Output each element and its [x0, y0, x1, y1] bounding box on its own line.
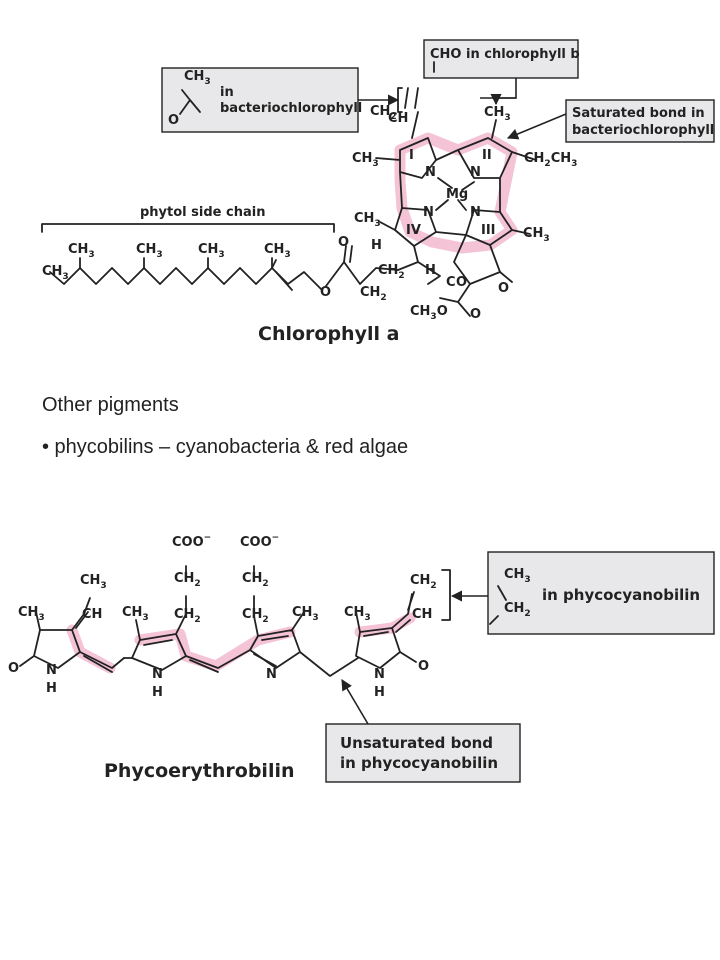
svg-text:N: N: [425, 165, 436, 180]
svg-text:CH3: CH3: [523, 226, 550, 244]
svg-text:CH: CH: [388, 111, 408, 126]
svg-text:COO−: COO−: [240, 533, 279, 550]
svg-text:COO−: COO−: [172, 533, 211, 550]
svg-text:H: H: [371, 238, 382, 253]
ring-label: III: [481, 223, 496, 238]
phycoerythrobilin-structure: CH3 CH CH3 O N H CH3 COO− CH2 CH2 COO− C…: [8, 533, 715, 783]
ring-label: I: [409, 148, 414, 163]
svg-text:CH2CH3: CH2CH3: [524, 151, 577, 169]
box-line: Saturated bond in: [572, 106, 705, 121]
svg-text:CH3: CH3: [42, 264, 69, 282]
svg-text:O: O: [338, 235, 349, 250]
box-line: CHO in chlorophyll b: [430, 47, 580, 62]
svg-text:CH2: CH2: [378, 263, 405, 281]
svg-text:CH2: CH2: [174, 607, 201, 625]
box-line: in phycocyanobilin: [340, 754, 498, 772]
svg-text:O: O: [168, 113, 179, 128]
svg-text:H: H: [425, 263, 436, 278]
svg-text:N: N: [423, 205, 434, 220]
svg-text:N: N: [46, 663, 57, 678]
bacteriochlorophyll-box: [161, 67, 359, 133]
svg-text:CH3: CH3: [344, 605, 371, 623]
svg-text:CH3: CH3: [68, 242, 95, 260]
svg-text:N: N: [470, 205, 481, 220]
svg-text:CH3: CH3: [122, 605, 149, 623]
svg-text:CH3: CH3: [354, 211, 381, 229]
svg-text:N: N: [152, 667, 163, 682]
svg-text:O: O: [418, 659, 429, 674]
svg-text:CH: CH: [412, 607, 432, 622]
svg-text:N: N: [470, 165, 481, 180]
svg-text:CH3: CH3: [80, 573, 107, 591]
svg-text:CH3: CH3: [484, 105, 511, 123]
svg-text:H: H: [152, 685, 163, 700]
svg-text:N: N: [374, 667, 385, 682]
bullet-phycobilins: • phycobilins – cyanobacteria & red alga…: [42, 436, 409, 458]
phycoerythrobilin-title: Phycoerythrobilin: [104, 760, 295, 782]
box-line: Unsaturated bond: [340, 734, 493, 752]
svg-text:CH3: CH3: [18, 605, 45, 623]
svg-text:CH2: CH2: [504, 601, 531, 619]
saturated-bond-box: [565, 99, 715, 143]
svg-text:CH2: CH2: [174, 571, 201, 589]
cho-box: [423, 39, 579, 79]
svg-text:O: O: [470, 307, 481, 322]
svg-text:H: H: [46, 681, 57, 696]
svg-text:CH3: CH3: [264, 242, 291, 260]
svg-text:CH2: CH2: [370, 104, 397, 122]
svg-text:CH3: CH3: [504, 567, 531, 585]
svg-text:CH2: CH2: [242, 571, 269, 589]
box-line: in phycocyanobilin: [542, 586, 700, 604]
box-line: in: [220, 85, 234, 100]
ring-label: II: [482, 148, 492, 163]
svg-text:O: O: [456, 275, 467, 290]
svg-text:CH3: CH3: [352, 151, 379, 169]
magnesium-label: Mg: [446, 187, 468, 202]
box-line: bacteriochlorophyll: [572, 123, 714, 138]
svg-text:N: N: [266, 667, 277, 682]
unsaturated-bond-box: [325, 723, 521, 783]
svg-text:C: C: [446, 275, 456, 290]
phycocyanobilin-box: [487, 551, 715, 635]
ring-label: IV: [406, 223, 421, 238]
svg-text:CH: CH: [82, 607, 102, 622]
svg-text:CH3O: CH3O: [410, 304, 448, 322]
svg-text:O: O: [8, 661, 19, 676]
svg-text:CH2: CH2: [410, 573, 437, 591]
svg-text:O: O: [320, 285, 331, 300]
phytol-label: phytol side chain: [140, 205, 265, 220]
svg-text:CH3: CH3: [198, 242, 225, 260]
svg-text:H: H: [374, 685, 385, 700]
chlorophyll-a-structure: CH2 CH CH3 CH3 CH2CH3 CH3 CH3 H H CH2 CH…: [41, 39, 715, 345]
svg-text:CH3: CH3: [184, 69, 211, 87]
box-line: bacteriochlorophyll: [220, 101, 362, 116]
svg-text:CH3: CH3: [136, 242, 163, 260]
phytol-chain: [49, 267, 323, 291]
heading-other-pigments: Other pigments: [42, 394, 179, 416]
chlorophyll-title: Chlorophyll a: [258, 323, 399, 345]
svg-text:CH3: CH3: [292, 605, 319, 623]
svg-text:O: O: [498, 281, 509, 296]
svg-text:CH2: CH2: [242, 607, 269, 625]
svg-text:CH2: CH2: [360, 285, 387, 303]
